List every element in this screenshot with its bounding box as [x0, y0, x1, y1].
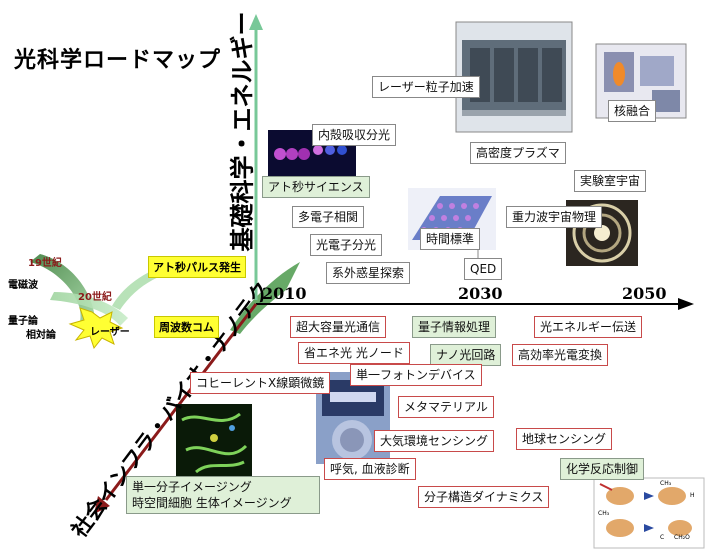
c20-swoosh [50, 292, 128, 326]
item-single-molecule-imaging: 単一分子イメージング 時空間細胞 生体イメージング [126, 476, 320, 514]
item-qed: QED [464, 258, 503, 280]
item-earth-sensing: 地球センシング [516, 428, 613, 450]
single-molecule-imaging-line: 単一分子イメージング [132, 480, 252, 494]
year-2030: 2030 [458, 284, 503, 303]
item-metamaterial: メタマテリアル [398, 396, 494, 418]
cell-bio-imaging-line: 時空間細胞 生体イメージング [132, 496, 292, 510]
item-time-standard: 時間標準 [420, 228, 481, 250]
chem-label-h: H [690, 492, 695, 499]
item-laser-particle-acceleration: レーザー粒子加速 [372, 76, 480, 98]
item-high-efficiency-conversion: 高効率光電変換 [512, 344, 609, 366]
history-19th-century: 19世紀 [28, 258, 62, 269]
item-molecular-structure-dynamics: 分子構造ダイナミクス [418, 486, 550, 508]
chemical-reaction-figure [593, 477, 705, 549]
chem-label-ch3-lower: CH₃ [598, 510, 610, 517]
item-chemical-reaction-control: 化学反応制御 [560, 458, 645, 480]
history-20th-century: 20世紀 [78, 292, 112, 303]
item-optical-energy-transmission: 光エネルギー伝送 [534, 316, 643, 338]
year-2050: 2050 [622, 284, 667, 303]
item-energy-saving-optical-node: 省エネ光 光ノード [298, 342, 410, 364]
item-exoplanet-search: 系外惑星探索 [326, 262, 411, 284]
item-laboratory-universe: 実験室宇宙 [574, 170, 647, 192]
item-ultra-high-capacity-comm: 超大容量光通信 [290, 316, 387, 338]
item-inner-shell-absorption: 内殻吸収分光 [312, 124, 397, 146]
chem-label-c: C [660, 534, 665, 541]
item-high-density-plasma: 高密度プラズマ [470, 142, 566, 164]
vertical-axis-label: 基礎科学・エネルギー [228, 11, 257, 252]
item-coherent-xray-microscope: コヒーレントX線顕微鏡 [190, 372, 331, 394]
item-gravitational-wave-astrophysics: 重力波宇宙物理 [506, 206, 603, 228]
item-quantum-information: 量子情報処理 [412, 316, 497, 338]
item-nuclear-fusion: 核融合 [608, 100, 657, 122]
history-electromagnetism: 電磁波 [8, 280, 38, 291]
history-quantum: 量子論 [8, 316, 38, 327]
item-multi-electron-correlation: 多電子相関 [292, 206, 365, 228]
frequency-comb-badge: 周波数コム [154, 316, 219, 338]
item-single-photon-device: 単一フォトンデバイス [350, 364, 482, 386]
laser-burst [68, 307, 124, 350]
item-nano-optical-circuit: ナノ光回路 [430, 344, 502, 366]
item-attosecond-science: アト秒サイエンス [262, 176, 370, 198]
chem-label-ch3: CH₃ [660, 480, 672, 487]
history-laser: レーザー [90, 327, 130, 338]
device-photo [316, 372, 390, 464]
roadmap-title: 光科学ロードマップ [14, 48, 222, 73]
cell-imaging-photo [176, 404, 252, 478]
attosecond-pulse-badge: アト秒パルス発生 [148, 256, 246, 278]
attosecond-photo [268, 130, 356, 180]
accelerator-photo [455, 21, 573, 133]
year-2010: 2010 [262, 284, 307, 303]
item-photoelectron-spectroscopy: 光電子分光 [310, 234, 383, 256]
history-relativity: 相対論 [26, 330, 56, 341]
item-atmospheric-sensing: 大気環境センシング [374, 430, 495, 452]
item-breath-blood-diagnosis: 呼気, 血液診断 [324, 458, 416, 480]
c19-swoosh [30, 254, 95, 322]
chem-label-ch2o: CH₂O [674, 534, 690, 541]
